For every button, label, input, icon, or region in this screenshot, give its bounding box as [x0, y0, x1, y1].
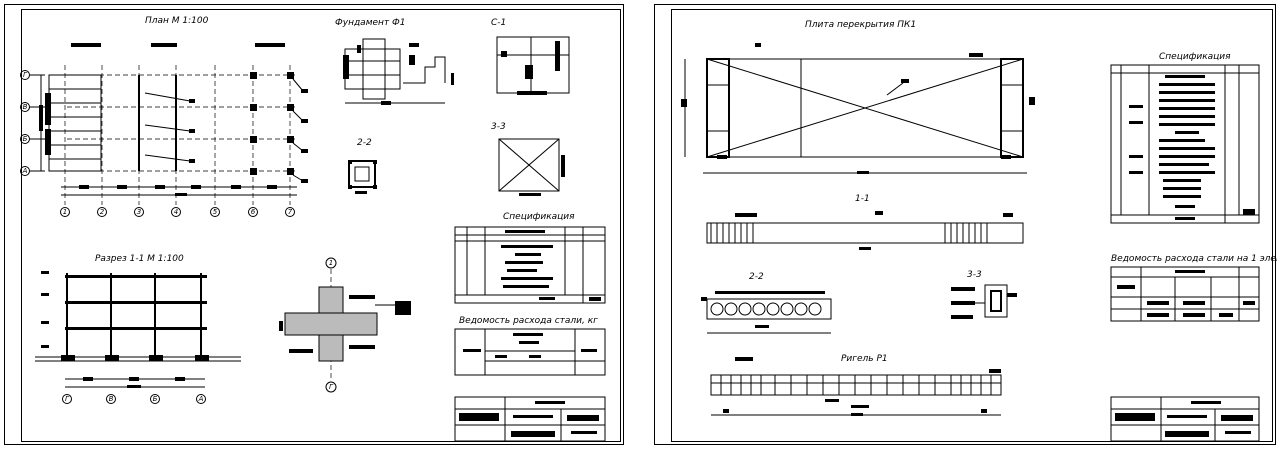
axis-label: В	[23, 103, 28, 111]
foundation-title: Фундамент Ф1	[335, 18, 405, 28]
axis-label: Б	[23, 135, 28, 143]
section-33-title: 3-3	[491, 122, 506, 132]
axis-label: 1	[63, 208, 67, 216]
section-22-drawing	[701, 291, 832, 334]
beam-drawing	[710, 357, 1002, 416]
axis-label: 7	[288, 208, 293, 216]
title-block	[454, 396, 606, 442]
section-33-drawing	[498, 138, 565, 196]
cut-axis-markers: Г В Б А	[62, 394, 206, 404]
node-axis-top: 1	[329, 259, 333, 267]
axis-label: 2	[100, 208, 105, 216]
axis-label: Б	[153, 395, 158, 403]
section-22-title: 2-2	[357, 138, 372, 148]
axis-label: Г	[65, 395, 70, 403]
section-33-title: 3-3	[967, 270, 982, 280]
steel-table	[1110, 266, 1260, 322]
plan-axis-markers-x: 1 2 3 4 5 6 7	[60, 207, 295, 217]
axis-label: Г	[23, 71, 28, 79]
foundation-drawing	[343, 38, 454, 105]
plan-title: План М 1:100	[145, 16, 209, 26]
slab-drawing	[681, 43, 1035, 174]
steel-table	[454, 328, 606, 376]
section-22-title: 2-2	[749, 272, 764, 282]
axis-label: 3	[137, 208, 141, 216]
plan-axis-markers-y: Г В Б А	[20, 70, 45, 176]
title-block	[1110, 396, 1260, 442]
drawing-sheet-2: Плита перекрытия ПК1 1-1	[654, 4, 1277, 445]
section-33-drawing	[951, 284, 1017, 319]
axis-label: 6	[251, 208, 256, 216]
floor-plan	[39, 43, 308, 205]
steel-title: Ведомость расхода стали, кг	[459, 316, 598, 326]
building-cut	[35, 271, 241, 388]
axis-label: В	[109, 395, 114, 403]
section-c1-drawing	[496, 36, 570, 95]
steel-title: Ведомость расхода стали на 1 элемент, кг	[1111, 254, 1277, 264]
cut-title: Разрез 1-1 М 1:100	[95, 254, 184, 264]
axis-label: А	[198, 395, 204, 403]
slab-title: Плита перекрытия ПК1	[805, 20, 916, 30]
sheet-1-frame	[21, 9, 621, 442]
section-11-title: 1-1	[855, 194, 870, 204]
section-22-drawing	[348, 160, 377, 194]
sheet-2-frame	[671, 9, 1273, 442]
beam-title: Ригель Р1	[841, 354, 888, 364]
spec-table	[1110, 64, 1260, 224]
section-11-stirrups-left	[710, 223, 754, 243]
node-detail: 1 Г	[279, 257, 411, 393]
axis-label: А	[22, 167, 28, 175]
axis-label: 4	[174, 208, 178, 216]
section-c1-title: С-1	[491, 18, 506, 28]
spec-table	[454, 226, 606, 304]
section-11-stirrups-right	[944, 223, 988, 243]
drawing-sheet-1: План М 1:100	[4, 4, 624, 445]
spec-title: Спецификация	[503, 212, 575, 222]
sheet-2-canvas: Плита перекрытия ПК1 1-1	[681, 20, 1277, 442]
node-axis-bottom: Г	[329, 383, 334, 391]
spec-title: Спецификация	[1159, 52, 1231, 62]
axis-label: 5	[213, 208, 218, 216]
section-11-drawing	[706, 211, 1024, 250]
sheet-1-canvas: План М 1:100	[20, 16, 606, 442]
